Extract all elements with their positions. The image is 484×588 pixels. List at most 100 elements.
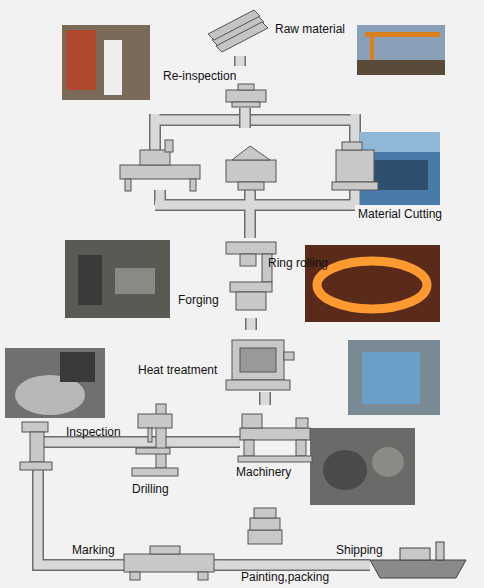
step-label: Machinery [236, 465, 291, 479]
step-label: Raw material [275, 22, 345, 36]
machine-part [240, 348, 276, 372]
photo [5, 348, 105, 418]
machine-part [120, 165, 200, 179]
box [250, 518, 280, 530]
pipe-fill [246, 222, 255, 238]
process-step: Raw material [205, 8, 355, 56]
lathe-icon [238, 414, 312, 462]
boxes-icon [248, 508, 282, 544]
machine-part [22, 422, 48, 432]
photo [357, 25, 445, 75]
pipe-connector [38, 473, 68, 565]
box [248, 530, 282, 544]
step-label: Forging [178, 293, 219, 307]
machine-part [125, 179, 131, 191]
pipe-fill [38, 473, 68, 565]
machine-part [236, 292, 266, 310]
pipe-outline [330, 559, 334, 571]
step-label: Painting,packing [241, 570, 329, 584]
photo-detail [60, 352, 95, 382]
machine-part [190, 179, 196, 191]
photo-detail [104, 40, 122, 95]
photo-detail [365, 32, 440, 37]
steel-bar [208, 10, 260, 40]
pipe-connector [265, 392, 266, 405]
step-label: Ring rolling [268, 256, 328, 270]
machine-part [336, 150, 374, 182]
process-step: Marking [68, 540, 223, 585]
machine-part [130, 572, 140, 580]
machine-part [138, 414, 172, 428]
inspection-machine-icon [226, 84, 266, 107]
pipe-fill [247, 318, 256, 330]
machine-part [238, 182, 264, 190]
machine-part [240, 428, 310, 440]
ship-cabin [400, 548, 430, 560]
pipe-connector [184, 442, 232, 443]
saw-icon [120, 140, 200, 191]
photo-frame [62, 25, 150, 100]
pipe-connector [250, 222, 251, 238]
photo-frame [348, 340, 440, 415]
machine-part [198, 572, 208, 580]
photo-detail [323, 450, 367, 490]
machine-part [226, 380, 290, 390]
machine-part [296, 418, 308, 428]
ship-hull [370, 560, 466, 578]
photo [65, 240, 170, 318]
step-label: Drilling [132, 482, 169, 496]
ship-icon [370, 542, 466, 578]
steel-bars-icon [208, 10, 268, 52]
machine-part [238, 84, 254, 90]
process-step: Painting,packing [238, 505, 330, 585]
cutter-icon [226, 146, 276, 190]
machine-part [284, 352, 294, 360]
process-step: Drilling [128, 400, 184, 497]
process-step: Heat treatment [135, 330, 295, 392]
pipe-fill [241, 108, 250, 128]
photo-frame [65, 240, 170, 318]
machine-part [242, 414, 262, 428]
press-icon [226, 242, 276, 310]
pipe-outline [38, 473, 68, 565]
photo-detail [78, 255, 102, 305]
machine-part [30, 432, 44, 462]
step-label: Inspection [66, 425, 121, 439]
process-step: Machinery [232, 405, 312, 480]
pipe-outline [239, 108, 251, 128]
machine-part [332, 182, 378, 190]
pipe-outline [259, 392, 271, 405]
machine-part [244, 440, 254, 456]
photo [348, 340, 440, 415]
drill-press-icon [132, 404, 178, 476]
pipe-connector [123, 442, 128, 443]
photo-frame [310, 428, 415, 505]
photo [310, 428, 415, 505]
machine-part [226, 160, 276, 182]
machine-part [232, 146, 270, 160]
photo-detail [372, 447, 404, 477]
pipe-outline [245, 318, 257, 330]
glowing-ring [317, 261, 427, 309]
pipe-fill [236, 56, 245, 66]
machine-part [132, 468, 178, 476]
pipe-connector [330, 565, 334, 566]
pipe-outline [234, 56, 246, 66]
machine-part [165, 140, 173, 152]
pipe-outline [123, 436, 128, 448]
machine-part [238, 456, 312, 462]
pipe-connector [240, 56, 241, 66]
machine-part [342, 142, 362, 150]
photo-detail [357, 60, 445, 75]
marking-machine-icon [124, 546, 214, 580]
photo-frame [5, 348, 105, 418]
process-step: Shipping [334, 540, 474, 582]
photo-detail [360, 132, 440, 152]
photo-detail [115, 268, 155, 294]
pipe-fill [223, 561, 238, 570]
machine-part [296, 440, 306, 456]
machine-part [226, 242, 276, 254]
process-step: Re-inspection [160, 66, 270, 108]
process-step: Ring rollingForging [175, 238, 335, 318]
